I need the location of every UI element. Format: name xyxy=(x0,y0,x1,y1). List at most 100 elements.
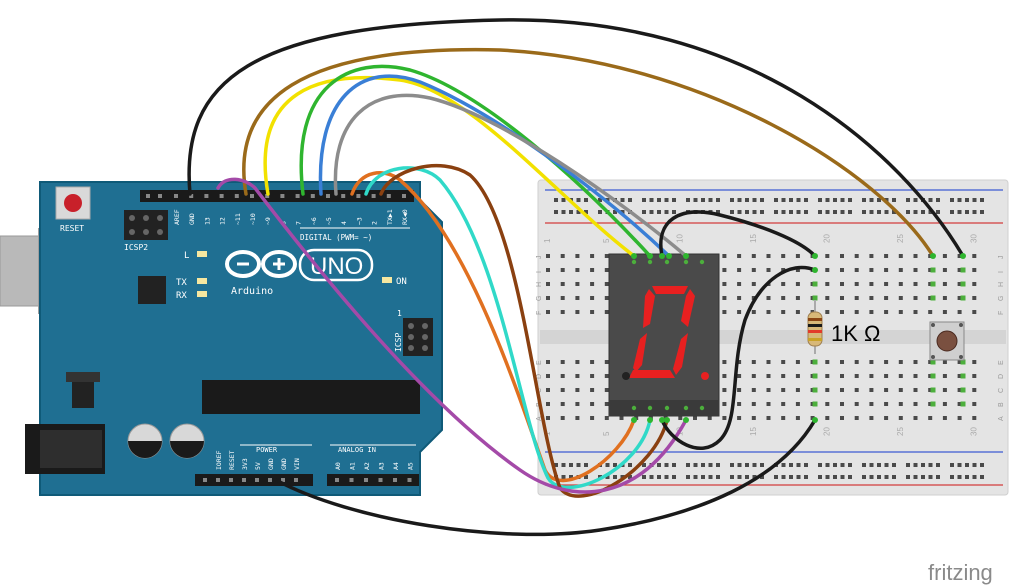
row-letter: H xyxy=(998,282,1005,287)
hole xyxy=(766,254,771,258)
rail-hole xyxy=(642,463,646,467)
row-letter: F xyxy=(998,311,1005,315)
hole xyxy=(751,282,756,286)
rail-hole xyxy=(664,463,669,467)
hole xyxy=(898,310,903,314)
hole xyxy=(884,254,889,258)
rail-hole xyxy=(598,210,602,214)
hole xyxy=(928,402,933,406)
hole xyxy=(560,296,565,300)
hole xyxy=(604,374,609,378)
header-pin xyxy=(294,478,298,482)
hole xyxy=(825,268,830,272)
analog-pin-label: A0 xyxy=(334,462,342,470)
rail-hole xyxy=(561,210,566,214)
rail-hole xyxy=(672,210,676,214)
digital-pin-label: 7 xyxy=(295,221,303,225)
hole xyxy=(795,402,800,406)
header-pin xyxy=(341,194,346,198)
header-pin xyxy=(229,478,233,482)
hole xyxy=(825,374,830,378)
digital-pin-label: TX▶1 xyxy=(386,209,394,225)
hole xyxy=(795,254,800,258)
uno-badge xyxy=(298,248,374,282)
rail-hole xyxy=(840,463,845,467)
wire-pin6-to-display xyxy=(318,74,671,258)
analog-pin-label: A5 xyxy=(407,462,415,470)
hole xyxy=(840,268,844,272)
rail-hole xyxy=(760,463,764,467)
header-pin xyxy=(393,478,397,482)
header-pin xyxy=(234,194,239,198)
hole xyxy=(766,388,771,392)
hole xyxy=(575,310,580,314)
rail-hole xyxy=(928,463,933,467)
hole xyxy=(737,296,742,300)
rail-hole xyxy=(950,198,954,202)
led-rx-label: RX xyxy=(176,291,187,301)
button-cap[interactable] xyxy=(936,330,958,352)
hole xyxy=(766,296,771,300)
active-hole xyxy=(812,281,818,287)
rail-hole xyxy=(569,475,573,479)
rail-hole xyxy=(693,198,698,202)
header-pin xyxy=(386,194,391,198)
icsp-pin1-label: 1 xyxy=(397,309,402,318)
rail-hole xyxy=(884,210,889,214)
rail-hole xyxy=(862,210,866,214)
rail-hole xyxy=(848,198,852,202)
rail-hole xyxy=(554,210,558,214)
rail-hole xyxy=(584,463,588,467)
rail-hole xyxy=(752,463,757,467)
hole xyxy=(781,416,786,420)
hole xyxy=(957,282,962,286)
active-hole xyxy=(930,401,936,407)
hole xyxy=(869,402,874,406)
digital-label: DIGITAL (PWM= ~) xyxy=(300,233,372,242)
hole xyxy=(928,310,933,314)
rail-hole xyxy=(745,198,749,202)
digital-pin-label: ~6 xyxy=(310,217,318,225)
rail-hole xyxy=(737,463,742,467)
rail-hole xyxy=(913,198,918,202)
hole xyxy=(707,416,712,420)
rail-hole xyxy=(745,210,749,214)
push-button[interactable] xyxy=(929,321,965,361)
hole xyxy=(722,416,727,420)
hole xyxy=(560,254,565,258)
hole xyxy=(869,416,874,420)
rail-hole xyxy=(569,210,573,214)
rail-hole xyxy=(965,198,969,202)
header-pin xyxy=(219,194,224,198)
hole xyxy=(854,388,859,392)
hole xyxy=(546,360,550,364)
hole xyxy=(869,296,874,300)
power-pin-label: RESET xyxy=(228,450,236,470)
hole xyxy=(957,416,962,420)
arduino-board: RESET ICSP2 L TX RX ON UNO Arduino xyxy=(0,181,443,496)
dc-jack-barrel xyxy=(40,430,102,468)
rail-hole xyxy=(921,463,925,467)
rail-hole xyxy=(620,198,625,202)
reset-button-cap[interactable] xyxy=(64,194,82,212)
rail-hole xyxy=(584,210,588,214)
capacitor-1 xyxy=(127,423,163,459)
hole xyxy=(972,416,977,420)
wire-resistor-to-display xyxy=(660,265,817,451)
hole xyxy=(898,254,903,258)
power-pin-label: GND xyxy=(267,458,275,470)
rail-hole xyxy=(936,463,940,467)
hole xyxy=(972,254,977,258)
wire-gnd-bottom xyxy=(274,418,817,537)
hole xyxy=(560,402,565,406)
header-pin xyxy=(364,478,368,482)
hole xyxy=(737,254,742,258)
row-letter: E xyxy=(998,360,1005,365)
rail-hole xyxy=(554,463,558,467)
seven-segment-display xyxy=(608,253,720,417)
hole xyxy=(575,374,580,378)
header-pin xyxy=(280,194,285,198)
column-number: 30 xyxy=(969,427,978,436)
rail-hole xyxy=(649,475,654,479)
